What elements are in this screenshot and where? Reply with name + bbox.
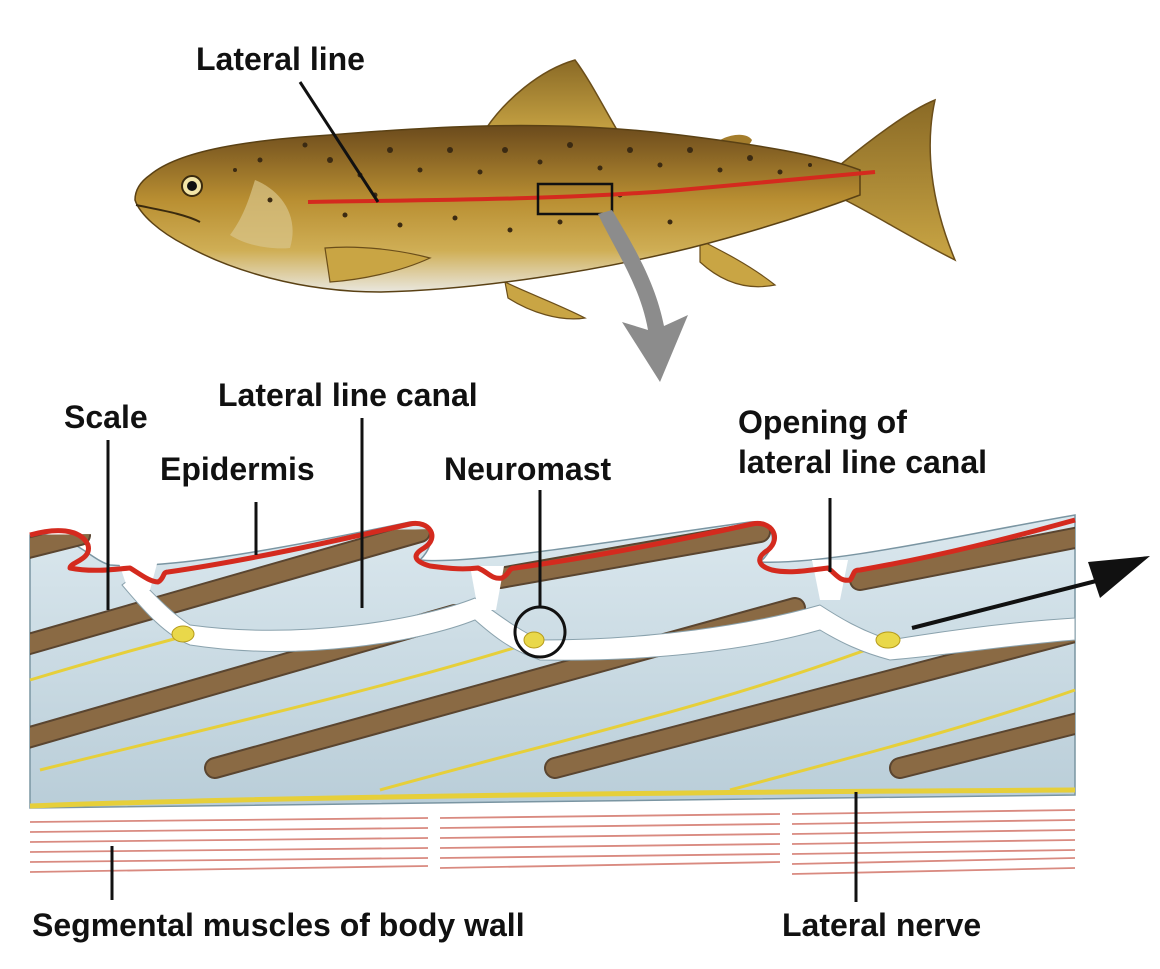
neuromast-arrow-shaft (911, 578, 1101, 630)
gill-cover (230, 180, 293, 249)
trout-illustration (134, 59, 957, 320)
caudal-fin (839, 98, 957, 262)
label-lateral-line: Lateral line (196, 41, 365, 77)
label-lateral-line-canal: Lateral line canal (218, 377, 478, 413)
fish-lateral-line (307, 170, 876, 204)
lateral-nerve-line (29, 787, 1076, 809)
label-epidermis: Epidermis (160, 451, 315, 487)
label-scale: Scale (64, 399, 148, 435)
pectoral-fin (324, 246, 432, 283)
segmental-muscles (29, 809, 1076, 875)
label-lateral-nerve: Lateral nerve (782, 907, 982, 943)
fish-spots (233, 142, 812, 233)
lateral-line-pointer (298, 81, 380, 203)
label-opening: Opening of lateral line canal (738, 402, 987, 482)
neuromast-arrow-head (1088, 556, 1150, 598)
magnify-box (536, 182, 614, 216)
lateral-line-canal (121, 574, 1076, 661)
fish-mouth (135, 204, 201, 223)
epidermis-line (29, 517, 1076, 585)
neuromast-2 (523, 631, 545, 649)
nerve-branches (29, 634, 1076, 792)
pelvic-fin (504, 280, 587, 320)
fish-body (134, 124, 861, 293)
label-opening-line1: Opening of (738, 404, 907, 440)
anal-fin (699, 239, 777, 288)
zoom-arrow (598, 210, 688, 382)
label-neuromast: Neuromast (444, 451, 612, 487)
neuromast-1 (171, 625, 195, 643)
dorsal-fin (483, 59, 622, 136)
neuromast-3 (875, 631, 901, 649)
label-opening-line2: lateral line canal (738, 444, 988, 480)
label-segmental-muscles: Segmental muscles of body wall (32, 907, 525, 943)
cross-section (29, 514, 1076, 875)
